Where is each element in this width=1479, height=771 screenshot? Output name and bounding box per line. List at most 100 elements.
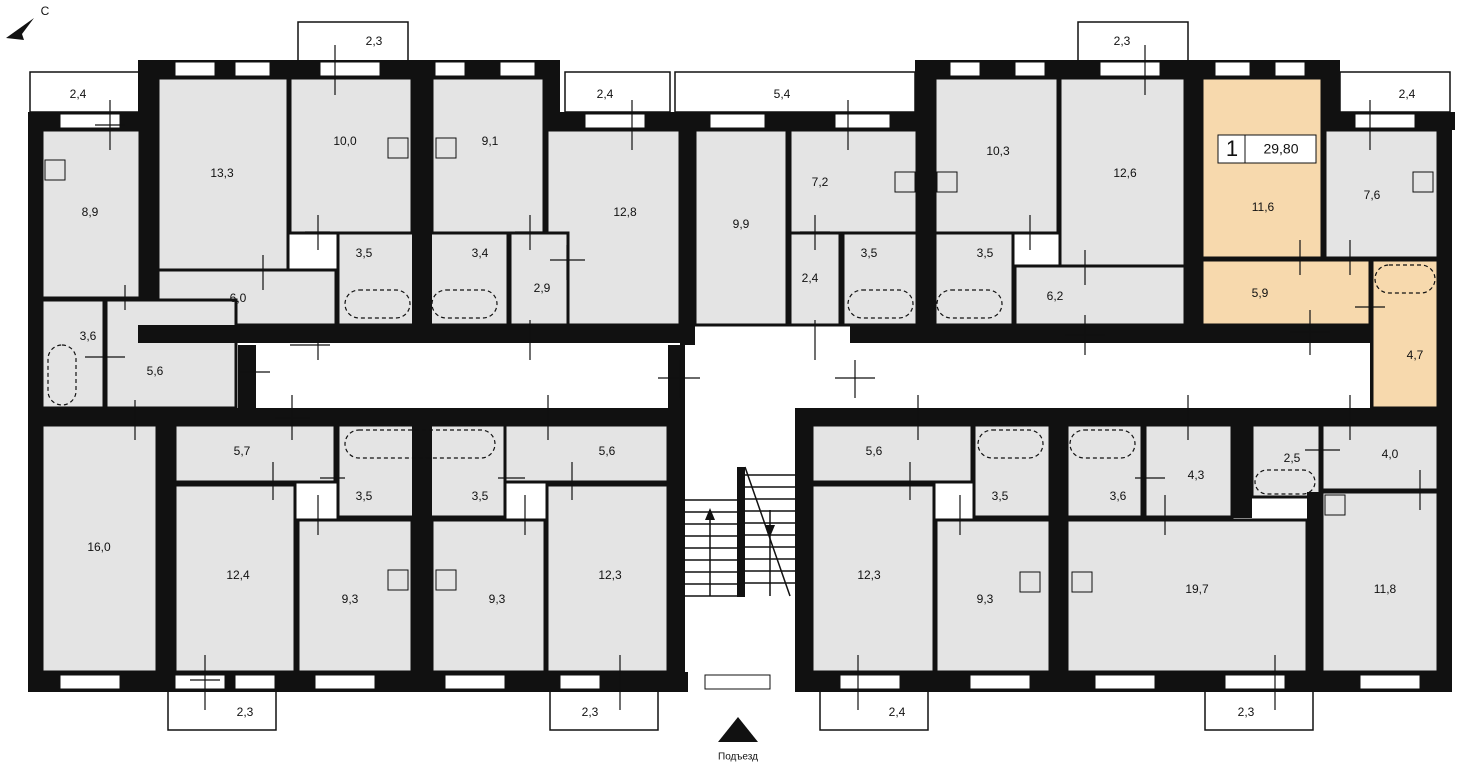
room-r09 [1058,76,1187,268]
stove-icons [44,137,1434,593]
balcony-bottom-3 [819,689,929,731]
room-area-label: 4,3 [1188,468,1205,482]
door-marks [85,45,1421,710]
room-area-label: 8,9 [82,205,99,219]
room-r08 [933,76,1060,235]
room-area-label: 5,9 [1252,286,1269,300]
room-r10 [1200,76,1324,260]
room-area-label: 9,3 [977,592,994,606]
balcony-area-label: 2,3 [366,34,383,48]
room-area-label: 12,3 [598,568,622,582]
stove-icon [44,159,66,181]
staircase [685,345,795,670]
room-r12 [336,231,418,327]
room-area-label: 5,6 [147,364,164,378]
room-area-label: 7,2 [812,175,829,189]
room-r02 [156,76,290,272]
balcony-area-label: 2,4 [70,87,87,101]
balcony-area-label: 2,3 [1238,705,1255,719]
balcony-top-3 [564,71,671,113]
corridor-right [862,343,1370,408]
room-area-label: 3,5 [356,489,373,503]
room-area-label: 6,0 [230,291,247,305]
room-area-label: 3,5 [861,246,878,260]
room-r33 [1320,423,1440,492]
entrance-marker: Подъезд [718,717,758,763]
room-r39 [810,483,936,674]
room-r26 [810,423,974,484]
room-area-label: 11,8 [1374,582,1397,596]
room-r24 [173,423,337,484]
stove-icon [1019,571,1041,593]
room-area-label: 5,6 [599,444,616,458]
room-area-label: 16,0 [87,540,111,554]
room-area-label: 9,1 [482,134,499,148]
balcony-area-label: 2,4 [889,705,906,719]
balcony-top-2 [297,21,409,63]
bathtubs [47,264,1436,495]
room-r03 [288,76,414,235]
compass-label: С [41,4,50,18]
room-r23 [1370,258,1440,410]
room-r35 [173,483,297,674]
room-r01 [40,128,142,300]
balcony-top-right [1339,71,1451,113]
balcony-area-label: 2,3 [1114,34,1131,48]
room-r21 [40,298,106,410]
room-r13 [428,231,510,327]
rooms [40,76,1440,674]
balcony-top-4 [674,71,916,113]
room-r25 [503,423,670,484]
room-r07 [788,128,919,235]
room-r28 [428,423,507,519]
corridor [256,343,668,408]
room-area-label: 3,6 [1110,489,1127,503]
room-area-label: 5,7 [234,444,251,458]
room-area-label: 12,3 [857,568,881,582]
room-area-label: 2,9 [534,281,551,295]
stove-icon [435,137,457,159]
room-area-label: 19,7 [1185,582,1209,596]
room-area-label: 3,5 [992,489,1009,503]
room-labels: 8,9 13,3 10,0 9,1 12,8 9,9 7,2 10,3 12,6… [80,134,1424,606]
room-area-label: 12,8 [613,205,637,219]
entrance-triangle-icon [718,717,758,742]
entrance-label: Подъезд [718,752,758,763]
room-r20 [1200,258,1372,327]
room-r14 [508,231,570,327]
room-r16 [841,231,919,327]
balcony-area-label: 5,4 [774,87,791,101]
room-area-label: 12,6 [1113,166,1137,180]
room-r42 [1320,490,1440,674]
stove-icon [1412,171,1434,193]
room-area-label: 3,6 [80,329,97,343]
stove-icon [1071,571,1093,593]
room-area-label: 2,5 [1284,451,1301,465]
balcony-area-label: 2,3 [237,705,254,719]
room-r17 [933,231,1015,327]
apartment-badge[interactable]: 1 29,80 [1217,134,1317,164]
balcony-top-5 [1077,21,1189,63]
room-r41 [1065,518,1309,674]
stove-icon [387,569,409,591]
room-area-label: 11,6 [1252,200,1275,214]
room-area-label: 4,7 [1407,348,1424,362]
room-r11 [1323,128,1440,260]
room-area-label: 9,9 [733,217,750,231]
room-area-label: 7,6 [1364,188,1381,202]
stove-icon [435,569,457,591]
balcony-area-label: 2,3 [582,705,599,719]
room-area-label: 3,5 [977,246,994,260]
room-area-label: 3,4 [472,246,489,260]
room-area-label: 4,0 [1382,447,1399,461]
room-area-label: 9,3 [489,592,506,606]
room-r27 [336,423,418,519]
stove-icon [894,171,916,193]
room-area-label: 10,3 [986,144,1010,158]
inner-walls [28,60,1452,690]
apartment-number: 1 [1226,136,1238,161]
room-area-label: 13,3 [210,166,234,180]
stove-icon [1324,494,1346,516]
balcony-area-label: 2,4 [1399,87,1416,101]
room-area-label: 2,4 [802,271,819,285]
